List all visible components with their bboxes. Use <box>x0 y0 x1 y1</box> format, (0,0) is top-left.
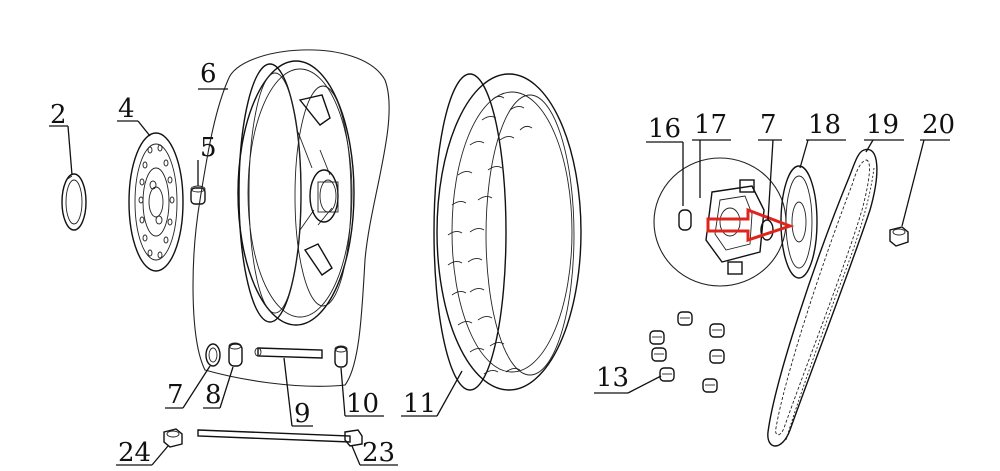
part-17-sprocket-carrier <box>705 179 765 275</box>
part-19-chain <box>767 148 878 447</box>
callout-16: 16 <box>646 114 684 206</box>
callout-7-right: 7 <box>758 110 782 221</box>
callout-9-label: 9 <box>294 399 311 429</box>
part-6-wheel-group-outline <box>192 49 390 387</box>
part-11-tire <box>433 73 582 391</box>
callout-17-label: 17 <box>694 110 727 140</box>
highlight-arrow <box>706 207 795 243</box>
part-6-wheel-rim <box>237 60 355 326</box>
callout-7-right-label: 7 <box>760 110 777 140</box>
callout-18-label: 18 <box>808 110 841 140</box>
callout-10: 10 <box>340 367 384 419</box>
part-8-spacer <box>228 342 243 367</box>
callout-20-label: 20 <box>922 110 955 140</box>
part-10-spacer <box>334 345 348 368</box>
part-23-axle <box>197 429 363 447</box>
part-7-bearing-right <box>760 219 774 241</box>
callout-7-left: 7 <box>165 365 211 410</box>
callout-2-label: 2 <box>50 100 67 130</box>
callout-8: 8 <box>203 366 234 410</box>
part-2-circlip <box>61 173 87 231</box>
callout-18: 18 <box>799 110 846 169</box>
callout-19: 19 <box>864 110 904 153</box>
callout-17: 17 <box>692 110 731 198</box>
part-18-sprocket <box>780 165 818 279</box>
callout-8-label: 8 <box>205 380 222 410</box>
callout-4-label: 4 <box>118 94 135 124</box>
callout-23-label: 23 <box>362 438 395 468</box>
part-9-spacer-tube <box>254 347 323 359</box>
callout-10-label: 10 <box>346 389 379 419</box>
callout-24: 24 <box>116 438 169 468</box>
part-16-carrier-bushing <box>678 209 692 231</box>
part-20-nut <box>889 226 909 247</box>
callout-13-label: 13 <box>596 363 629 393</box>
callout-5: 5 <box>197 133 217 186</box>
callout-24-label: 24 <box>118 438 151 468</box>
part-24-axle-nut <box>163 428 183 448</box>
callout-16-label: 16 <box>648 114 681 144</box>
callout-11-label: 11 <box>403 389 436 419</box>
part-5-spacer <box>190 185 206 205</box>
part-4-brake-disc <box>128 132 184 272</box>
part-7-bearing-left <box>205 343 221 367</box>
callout-6-label: 6 <box>200 59 217 89</box>
callout-7-left-label: 7 <box>167 380 184 410</box>
callout-6: 6 <box>198 59 228 90</box>
callout-5-label: 5 <box>200 133 217 163</box>
callout-9: 9 <box>283 357 313 429</box>
callout-19-label: 19 <box>866 110 899 140</box>
callout-20: 20 <box>901 110 955 227</box>
callout-13: 13 <box>594 363 662 394</box>
callout-11: 11 <box>401 370 463 419</box>
part-13-dampers <box>649 311 725 393</box>
callout-2: 2 <box>49 100 73 176</box>
callout-23: 23 <box>351 438 398 468</box>
callout-4: 4 <box>117 94 151 137</box>
